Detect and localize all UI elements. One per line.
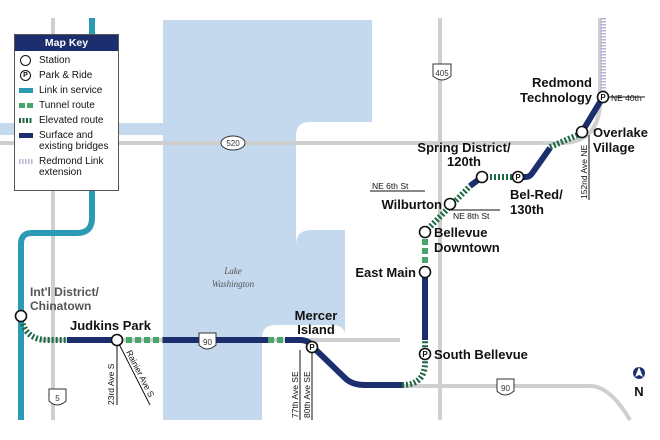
station-label-redmond-technology: Redmond xyxy=(532,75,592,90)
lake-label: Lake xyxy=(223,266,242,276)
elevated-segment xyxy=(401,340,428,388)
highway-shields: 405 520 90 5 90 xyxy=(48,63,515,406)
svg-text:P: P xyxy=(309,343,315,352)
surface-swatch xyxy=(19,133,33,138)
key-item-link-in-service: Link in service xyxy=(15,85,118,96)
key-item-surface: Surface and existing bridges xyxy=(15,130,118,152)
station-label-bellevue-downtown: Bellevue xyxy=(434,225,487,240)
i-405-shield: 405 xyxy=(432,63,452,81)
park-ride-icon: P xyxy=(20,70,31,81)
svg-text:Washington: Washington xyxy=(212,279,255,289)
svg-text:NE 6th St: NE 6th St xyxy=(372,181,409,191)
svg-text:Chinatown: Chinatown xyxy=(30,299,91,313)
station-label-wilburton: Wilburton xyxy=(381,197,442,212)
station-icon xyxy=(14,309,28,323)
svg-text:P: P xyxy=(600,93,606,102)
station-icon xyxy=(418,265,432,279)
park-ride-icon xyxy=(305,340,319,354)
mercer-island-land xyxy=(262,325,346,420)
key-item-station: Station xyxy=(15,55,118,66)
stations xyxy=(14,90,610,361)
link-in-service-swatch xyxy=(19,88,33,93)
svg-text:Rainier Ave S: Rainier Ave S xyxy=(124,348,156,399)
station-label-spring-district: Spring District/ xyxy=(417,140,511,155)
link-in-service-line xyxy=(18,18,95,420)
svg-text:405: 405 xyxy=(435,69,449,78)
i-90-shield-east: 90 xyxy=(496,378,515,396)
surface-segment xyxy=(285,337,402,388)
surface-segment xyxy=(579,95,606,134)
map-key-title: Map Key xyxy=(15,35,118,51)
svg-text:120th: 120th xyxy=(447,154,481,169)
svg-text:77th Ave SE: 77th Ave SE xyxy=(290,371,300,418)
station-label-judkins-park: Judkins Park xyxy=(70,318,152,333)
svg-text:90: 90 xyxy=(501,384,510,393)
svg-text:N: N xyxy=(634,384,643,399)
svg-text:P: P xyxy=(422,350,428,359)
station-label-intl-district: Int'l District/ xyxy=(30,285,100,299)
i-5-shield: 5 xyxy=(48,388,67,406)
street-lines xyxy=(116,96,645,420)
station-icon xyxy=(418,225,432,239)
elevated-swatch xyxy=(19,118,33,123)
svg-text:80th Ave SE: 80th Ave SE xyxy=(302,371,312,418)
sr-520-shield: 520 xyxy=(220,135,246,151)
svg-text:NE 8th St: NE 8th St xyxy=(453,211,490,221)
svg-text:Island: Island xyxy=(297,322,335,337)
station-icon xyxy=(575,125,589,139)
svg-text:NE 40th: NE 40th xyxy=(611,93,642,103)
svg-text:130th: 130th xyxy=(510,202,544,217)
svg-text:90: 90 xyxy=(203,338,212,347)
svg-text:520: 520 xyxy=(226,139,240,148)
svg-text:5: 5 xyxy=(55,394,60,403)
key-item-tunnel: Tunnel route xyxy=(15,100,118,111)
elevated-segment xyxy=(18,315,67,343)
i-90-shield-west: 90 xyxy=(198,332,217,350)
tunnel-swatch xyxy=(19,103,33,108)
svg-text:23rd Ave S: 23rd Ave S xyxy=(106,363,116,405)
park-ride-letters: P P P P xyxy=(309,93,606,359)
station-labels: Int'l District/ Chinatown Judkins Park M… xyxy=(30,75,648,362)
svg-text:152nd Ave NE: 152nd Ave NE xyxy=(579,144,589,199)
station-label-mercer-island: Mercer xyxy=(295,308,338,323)
svg-text:P: P xyxy=(515,173,521,182)
park-ride-icon xyxy=(511,170,525,184)
svg-text:Village: Village xyxy=(593,140,635,155)
extension-swatch xyxy=(19,159,33,164)
station-icon xyxy=(20,55,31,66)
station-label-bel-red: Bel-Red/ xyxy=(510,187,563,202)
north-arrow: N xyxy=(633,367,645,399)
svg-text:Downtown: Downtown xyxy=(434,240,500,255)
key-item-redmond-extension: Redmond Link extension xyxy=(15,156,118,178)
station-label-east-main: East Main xyxy=(355,265,416,280)
station-icon xyxy=(475,170,489,184)
park-ride-icon xyxy=(418,347,432,361)
station-icon xyxy=(443,197,457,211)
station-label-south-bellevue: South Bellevue xyxy=(434,347,528,362)
station-label-overlake-village: Overlake xyxy=(593,125,648,140)
svg-text:Technology: Technology xyxy=(520,90,593,105)
station-icon xyxy=(110,333,124,347)
key-item-elevated: Elevated route xyxy=(15,115,118,126)
park-ride-icon xyxy=(596,90,610,104)
elevated-segment xyxy=(548,131,582,150)
surface-segment xyxy=(518,146,553,180)
